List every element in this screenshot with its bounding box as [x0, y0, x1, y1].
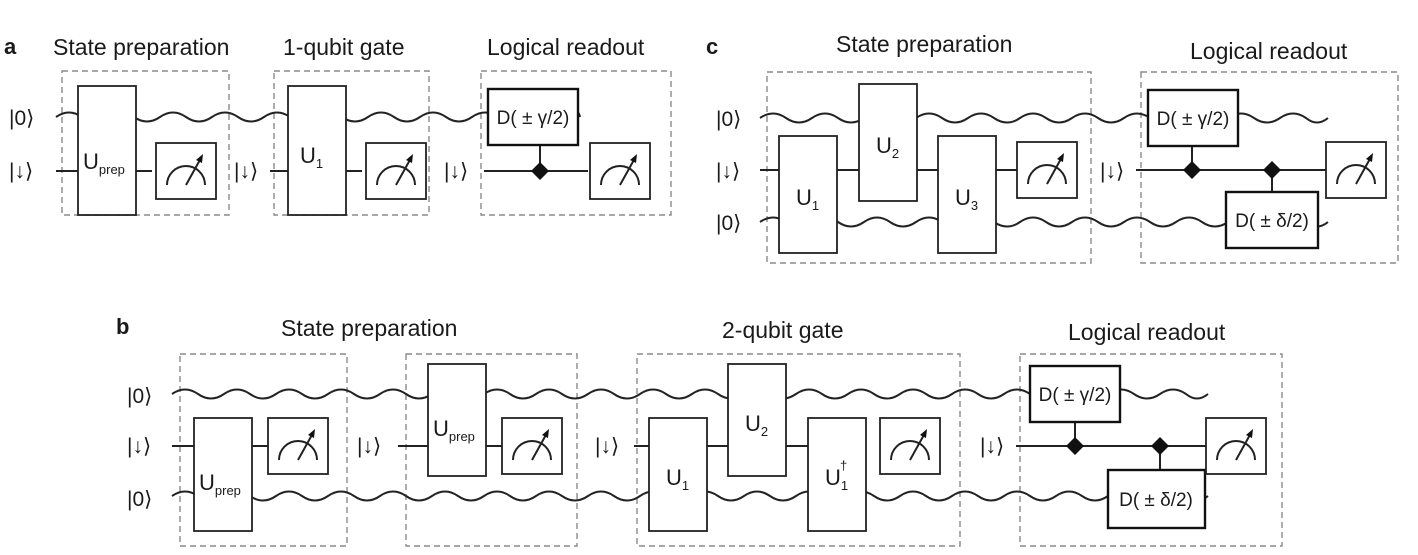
meter-icon	[1205, 417, 1267, 475]
panel-b-gate-u1-label: U1	[666, 465, 689, 493]
panel-a-gate-u1-label: U1	[300, 143, 323, 171]
panel-b-gate-d-gamma-label: D( ± γ/2)	[1039, 385, 1112, 406]
panel-b-ket-down-3: |↓⟩	[595, 435, 619, 458]
panel-b-label: b	[116, 314, 129, 339]
panel-b-dagger-mark: †	[840, 458, 847, 473]
panel-b-gate-d-delta-label: D( ± δ/2)	[1119, 490, 1193, 511]
panel-c-gate-u1-label: U1	[796, 185, 819, 213]
panel-b-frame-readout	[1019, 353, 1283, 547]
panel-c-control-dot-1	[1183, 161, 1201, 179]
panel-a-label: a	[4, 34, 17, 59]
panel-a-frame-prep	[61, 70, 230, 216]
panel-c-gate-d-gamma	[1146, 88, 1240, 148]
panel-b-gate-u1-dagger	[807, 417, 867, 532]
panel-c-title-prep: State preparation	[836, 31, 1012, 57]
panel-c-gate-u1	[778, 135, 838, 254]
panel-c-gate-u3-label: U3	[955, 185, 978, 213]
panel-b-ket-zero-2: |0⟩	[127, 488, 152, 511]
meter-icon	[267, 417, 329, 475]
panel-b-gate-u1-dagger-label: U1	[825, 465, 848, 493]
panel-c-title-readout: Logical readout	[1190, 38, 1348, 64]
panel-b-gate-u1	[648, 417, 708, 532]
panel-c-frame-readout	[1140, 71, 1399, 264]
panel-c-gate-u2	[858, 83, 918, 202]
panel-c-label: c	[706, 34, 718, 59]
panel-b-gate-uprep-2-label: Uprep	[433, 416, 475, 444]
meter-icon	[155, 142, 217, 200]
panel-c-frame-prep	[766, 71, 1092, 264]
panel-b-control-dot-1	[1066, 437, 1084, 455]
panel-a-gate-uprep-label: Uprep	[83, 149, 125, 177]
panel-c-gate-u2-label: U2	[876, 133, 899, 161]
panel-a-title-gate: 1-qubit gate	[283, 34, 404, 60]
panel-a: a State preparation 1-qubit gate Logical…	[4, 34, 672, 216]
panel-a-ket-down-3: |↓⟩	[444, 160, 468, 183]
panel-b-gate-uprep	[193, 417, 253, 532]
panel-a-gate-d-gamma	[486, 87, 580, 147]
panel-b-frame-prep-2	[405, 353, 578, 547]
panel-a-ket-down-2: |↓⟩	[234, 160, 258, 183]
meter-icon	[501, 417, 563, 475]
panel-a-title-prep: State preparation	[53, 34, 229, 60]
meter-icon	[589, 142, 651, 200]
panel-c-control-dot-2	[1263, 161, 1281, 179]
panel-b-gate-uprep-label: Uprep	[199, 470, 241, 498]
panel-a-gate-d-gamma-label: D( ± γ/2)	[497, 108, 570, 129]
panel-c: c State preparation Logical readout |0⟩ …	[706, 31, 1399, 264]
panel-a-frame-gate	[273, 70, 430, 216]
panel-a-gate-u1	[287, 85, 347, 216]
panel-b-frame-gate	[636, 353, 961, 547]
meter-icon	[879, 417, 941, 475]
panel-c-gate-d-gamma-label: D( ± γ/2)	[1157, 109, 1230, 130]
panel-a-ket-zero: |0⟩	[9, 107, 34, 130]
panel-b-gate-u2-label: U2	[745, 411, 768, 439]
panel-c-gate-d-delta-label: D( ± δ/2)	[1235, 211, 1309, 232]
panel-c-photon-wire-1	[759, 112, 1329, 124]
panel-b: b State preparation 2-qubit gate Logical…	[116, 314, 1283, 547]
panel-c-gate-d-delta	[1224, 190, 1320, 250]
panel-b-title-prep: State preparation	[281, 315, 457, 341]
panel-c-ket-zero: |0⟩	[716, 108, 741, 131]
panel-b-gate-d-gamma	[1028, 364, 1122, 424]
panel-c-ket-down-2: |↓⟩	[1100, 160, 1124, 183]
panel-b-control-dot-2	[1151, 437, 1169, 455]
panel-a-title-readout: Logical readout	[487, 34, 645, 60]
panel-b-title-gate: 2-qubit gate	[722, 317, 843, 343]
meter-icon	[365, 142, 427, 200]
panel-a-frame-readout	[480, 70, 672, 216]
panel-c-ket-down: |↓⟩	[716, 160, 740, 183]
panel-b-frame-prep-1	[179, 353, 348, 547]
panel-b-title-readout: Logical readout	[1068, 319, 1226, 345]
panel-a-ket-down: |↓⟩	[9, 160, 33, 183]
panel-b-gate-uprep-2	[427, 363, 487, 477]
meter-icon	[1016, 141, 1078, 199]
panel-b-gate-d-delta	[1106, 468, 1207, 530]
panel-a-gate-uprep	[77, 85, 137, 216]
panel-b-ket-down-2: |↓⟩	[357, 435, 381, 458]
panel-b-ket-down-4: |↓⟩	[980, 435, 1004, 458]
panel-c-gate-u3	[937, 135, 997, 254]
panel-b-ket-zero: |0⟩	[127, 385, 152, 408]
panel-b-ket-down: |↓⟩	[127, 435, 151, 458]
panel-c-ket-zero-2: |0⟩	[716, 212, 741, 235]
meter-icon	[1325, 141, 1387, 199]
panel-b-gate-u2	[727, 363, 787, 477]
panel-a-control-dot	[531, 162, 549, 180]
